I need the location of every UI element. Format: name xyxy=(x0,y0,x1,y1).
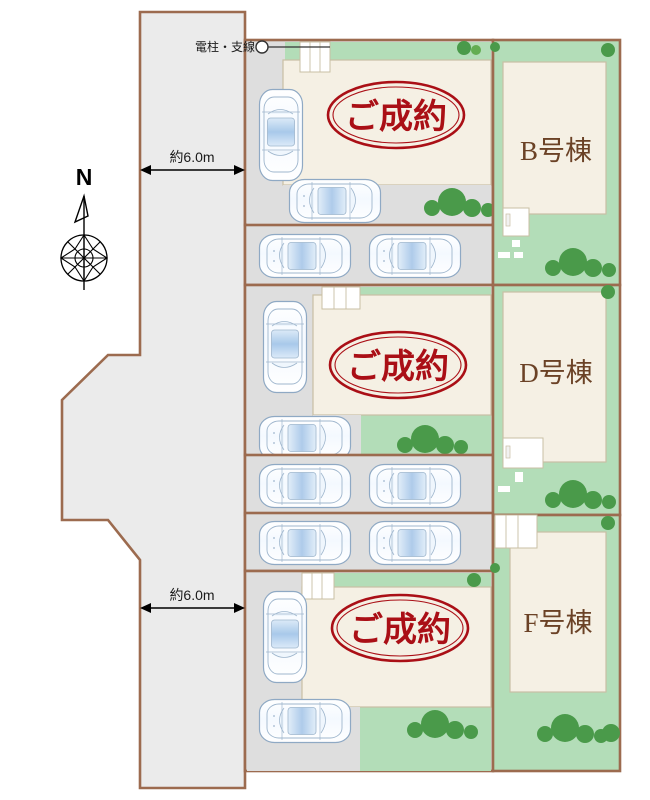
sold-stamp-label: ご成約 xyxy=(349,611,451,649)
tree-icon xyxy=(490,563,500,573)
tree-icon xyxy=(471,45,481,55)
sold-stamp-e: ご成約 xyxy=(330,593,470,663)
sold-stamp-a: ご成約 xyxy=(326,80,466,150)
dimension-road-width-bottom: 約6.0m xyxy=(140,587,245,613)
lot-d-label: D号棟 xyxy=(519,358,593,388)
utility-pole-annotation: 電柱・支線 xyxy=(195,39,330,54)
building-footprint-e xyxy=(301,586,492,708)
lot-d[interactable]: D号棟 xyxy=(491,283,622,517)
parking-strip-1 xyxy=(243,223,495,287)
lot-e[interactable] xyxy=(243,569,495,773)
road-area xyxy=(60,10,247,790)
tree-icon xyxy=(490,42,500,52)
building-footprint-b xyxy=(502,61,607,215)
lot-f[interactable]: F号棟 xyxy=(490,513,622,773)
lot-c[interactable] xyxy=(243,283,495,461)
utility-pole-icon xyxy=(255,40,269,54)
parking-strip-2 xyxy=(243,453,495,517)
car-vertical xyxy=(258,88,304,182)
building-footprint-c xyxy=(312,294,492,416)
lot-b-label: B号棟 xyxy=(520,136,592,166)
car-horizontal xyxy=(258,698,352,744)
sold-stamp-c: ご成約 xyxy=(328,330,468,400)
dimension-road-width-top: 約6.0m xyxy=(140,149,245,175)
building-footprint-d xyxy=(502,291,607,463)
lot-b[interactable]: B号棟 xyxy=(490,38,622,287)
tree-icon xyxy=(457,41,471,55)
tree-icon xyxy=(601,516,615,530)
tree-icon xyxy=(602,724,620,742)
sold-stamp-label: ご成約 xyxy=(345,98,447,136)
parking-strip-3 xyxy=(243,511,495,573)
car-horizontal xyxy=(258,415,352,461)
tree-icon xyxy=(601,43,615,57)
compass-rose: N xyxy=(59,164,109,290)
compass-north-label: N xyxy=(76,164,93,190)
car-vertical xyxy=(262,300,308,394)
building-footprint-f xyxy=(509,531,607,693)
car-horizontal xyxy=(288,178,382,224)
tree-icon xyxy=(467,573,481,587)
sold-stamp-label: ご成約 xyxy=(347,348,449,386)
lot-f-label: F号棟 xyxy=(523,608,592,638)
dimension-label: 約6.0m xyxy=(169,149,214,165)
car-vertical xyxy=(262,590,308,684)
dimension-label: 約6.0m xyxy=(169,587,214,603)
tree-icon xyxy=(601,285,615,299)
utility-pole-label: 電柱・支線 xyxy=(195,39,255,54)
